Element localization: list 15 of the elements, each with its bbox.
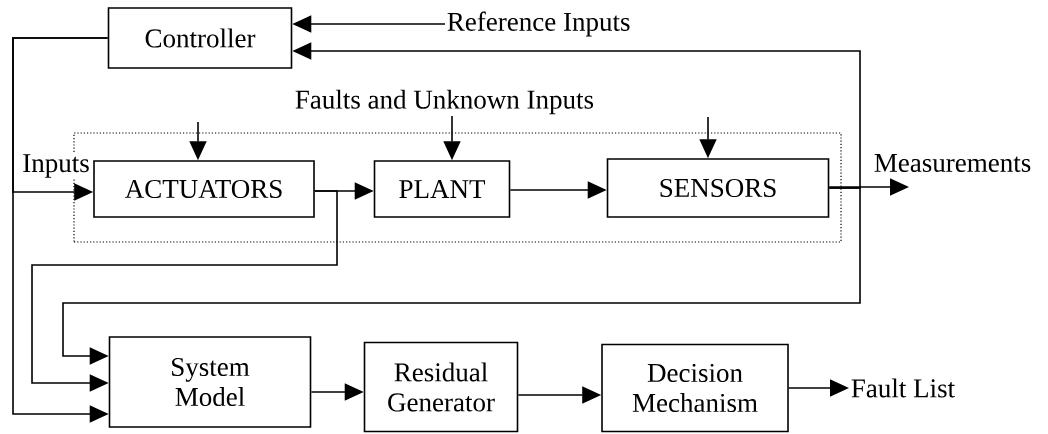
input-label: Faults and Unknown Inputs [295,89,594,115]
process-box: System Model [108,336,312,428]
process-box: PLANT [373,160,511,218]
process-box: SENSORS [606,158,830,218]
process-box: ACTUATORS [93,160,315,218]
process-box: Decision Mechanism [601,343,789,433]
arrow [62,187,861,365]
arrow [31,190,338,392]
arrow [12,37,109,423]
output-label: Measurements [874,154,1031,172]
edge-label: Inputs [21,153,91,179]
output-label: Fault List [851,378,955,398]
controller-box: Controller [107,7,293,69]
input-label: Reference Inputs [447,11,630,37]
process-box: Residual Generator [363,341,519,433]
